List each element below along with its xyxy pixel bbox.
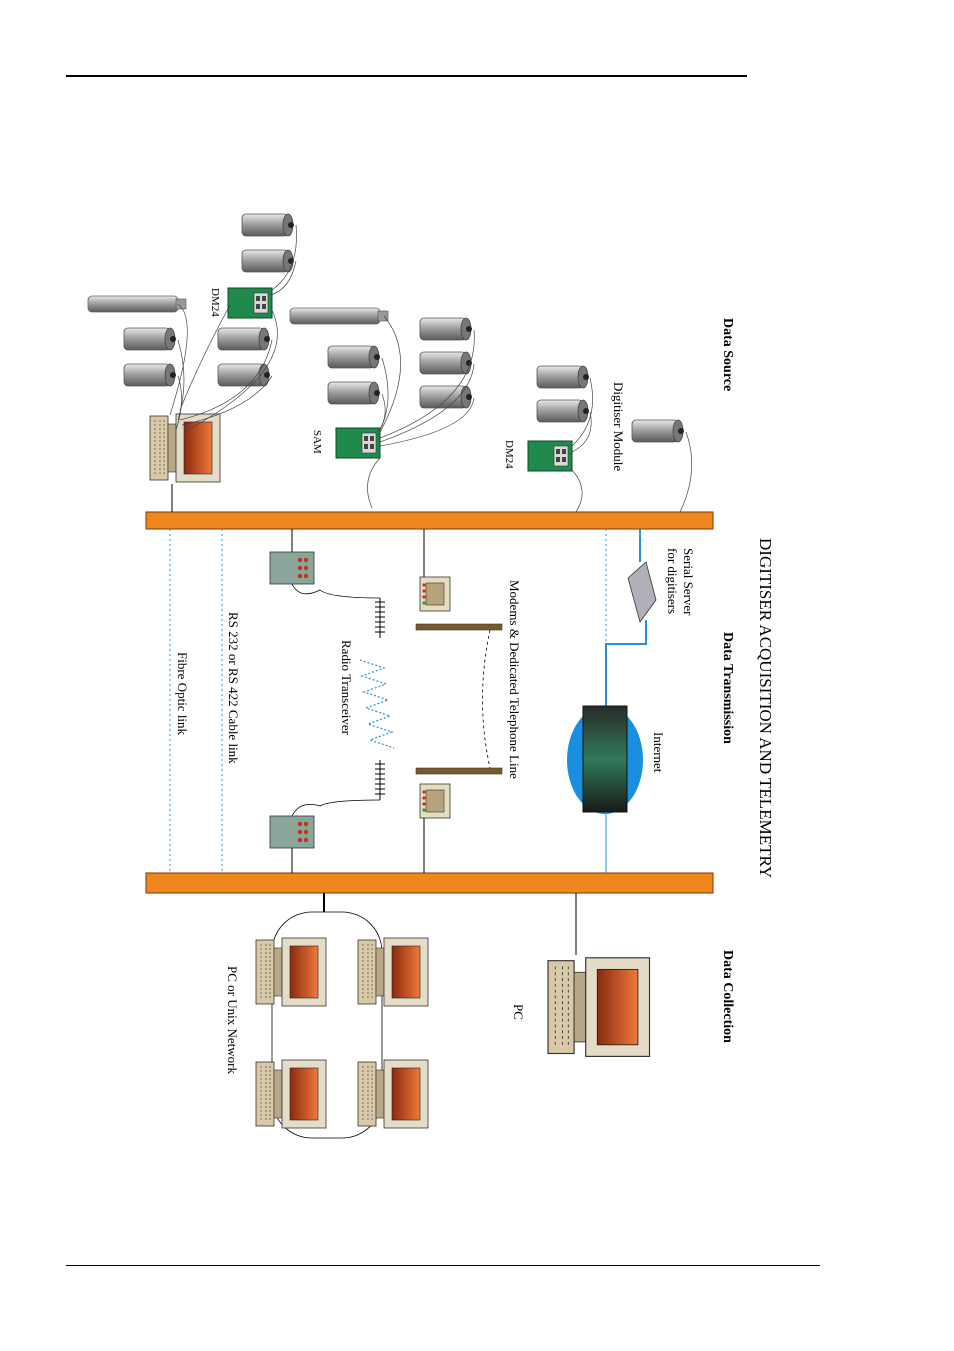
seismometer-icon xyxy=(123,327,177,351)
lower-bus xyxy=(145,872,714,894)
seismometer-icon xyxy=(327,345,381,369)
seismometer-icon xyxy=(419,317,473,341)
radio-label: Radio Transceiver xyxy=(339,640,354,736)
right-source-cables xyxy=(571,377,693,513)
telephone-line xyxy=(482,629,491,769)
modems-label: Modems & Dedicated Telephone Line xyxy=(507,580,522,779)
network-pc-icon xyxy=(255,937,327,1007)
serial-server-icon xyxy=(627,561,657,623)
radio-modem-icon xyxy=(269,815,315,849)
borehole-sensor-icon xyxy=(87,295,187,313)
seismometer-icon xyxy=(536,365,590,389)
seismometer-icon xyxy=(536,399,590,423)
serial-server-label-1: Serial Server xyxy=(681,548,696,616)
radio-cable xyxy=(291,583,381,599)
source-cables xyxy=(169,224,297,433)
internet-link xyxy=(605,620,647,706)
serial-server-label-2: for digitisers xyxy=(665,548,680,614)
sam-label: SAM xyxy=(311,430,323,454)
telephone-pole xyxy=(415,623,503,631)
data-collection-heading: Data Collection xyxy=(720,950,735,1043)
dm24-digitiser-icon xyxy=(527,440,573,472)
dm24-right-label: DM24 xyxy=(503,440,515,469)
collection-pc-icon xyxy=(547,957,651,1057)
upper-bus xyxy=(145,511,714,530)
seismometer-icon xyxy=(327,381,381,405)
digitiser-module-label: Digitiser Module xyxy=(611,382,626,471)
borehole-sensor-icon xyxy=(289,307,389,325)
network-pc-icon xyxy=(357,937,429,1007)
sam-cables xyxy=(367,315,475,509)
footer-rule xyxy=(66,1265,820,1266)
digitiser-module-icon xyxy=(631,419,685,443)
header-rule xyxy=(66,75,747,77)
diagram-title: DIGITISER ACQUISITION AND TELEMETRY xyxy=(756,538,775,878)
internet-label: Internet xyxy=(651,732,666,773)
telephone-modem-icon xyxy=(419,783,451,819)
sam-digitiser-icon xyxy=(335,427,381,459)
antenna-icon xyxy=(374,759,386,801)
radio-modem-icon xyxy=(269,551,315,585)
pc-label: PC xyxy=(511,1004,526,1020)
antenna-icon xyxy=(374,597,386,639)
telephone-modem-icon xyxy=(419,576,451,612)
radio-cable xyxy=(291,799,381,817)
seismometer-icon xyxy=(419,351,473,375)
rs232-label: RS 232 or RS 422 Cable link xyxy=(226,612,241,764)
seismometer-icon xyxy=(217,327,271,351)
seismometer-icon xyxy=(241,249,295,273)
network-pc-icon xyxy=(255,1059,327,1129)
fibre-optic-label: Fibre Optic link xyxy=(175,652,190,736)
network-pc-icon xyxy=(357,1059,429,1129)
data-transmission-heading: Data Transmission xyxy=(720,632,735,744)
dm24-digitiser-icon xyxy=(227,287,273,319)
telephone-pole xyxy=(415,767,503,775)
dm24-top-label: DM24 xyxy=(209,288,221,317)
data-source-heading: Data Source xyxy=(720,318,735,391)
network-ring xyxy=(271,911,383,1139)
internet-drum-icon xyxy=(582,705,628,813)
seismometer-icon xyxy=(241,213,295,237)
seismometer-icon xyxy=(123,363,177,387)
radio-wave xyxy=(359,659,395,749)
network-label: PC or Unix Network xyxy=(225,966,240,1074)
